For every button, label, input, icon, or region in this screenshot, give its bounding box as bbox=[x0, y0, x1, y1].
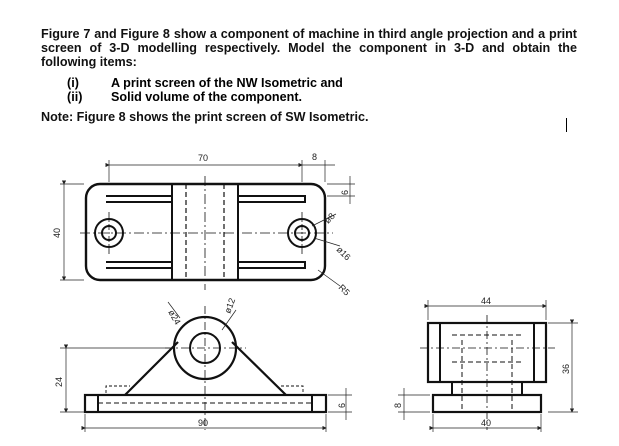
dim-90: 90 bbox=[198, 418, 208, 428]
top-view-outline bbox=[84, 182, 327, 282]
text-cursor bbox=[566, 118, 567, 132]
dim-24: 24 bbox=[54, 377, 64, 387]
dim-40-left: 40 bbox=[52, 228, 62, 238]
dim-40-bottom: 40 bbox=[481, 418, 491, 428]
item-text-1: A print screen of the NW Isometric and bbox=[111, 76, 343, 90]
front-view bbox=[83, 306, 328, 430]
dim-r5: R5 bbox=[337, 282, 352, 297]
dim-8-side: 8 bbox=[393, 403, 403, 408]
dim-44: 44 bbox=[481, 296, 491, 306]
dim-36: 36 bbox=[561, 364, 571, 374]
intro-paragraph: Figure 7 and Figure 8 show a component o… bbox=[41, 27, 577, 70]
dim-8-top: 8 bbox=[312, 152, 317, 162]
top-view bbox=[80, 176, 333, 290]
front-base bbox=[83, 393, 328, 414]
item-number-1: (i) bbox=[67, 76, 79, 90]
item-text-2: Solid volume of the component. bbox=[111, 90, 303, 104]
dim-6-top: 6 bbox=[340, 190, 350, 195]
note-text: Note: Figure 8 shows the print screen of… bbox=[41, 110, 369, 124]
dim-boss-24: ø24 bbox=[166, 308, 182, 326]
dim-boss-12: ø12 bbox=[222, 297, 237, 315]
side-view bbox=[420, 315, 555, 430]
item-number-2: (ii) bbox=[67, 90, 83, 104]
dim-6-front: 6 bbox=[337, 403, 347, 408]
dim-70: 70 bbox=[198, 153, 208, 163]
dim-hole-16: ø16 bbox=[335, 244, 353, 262]
